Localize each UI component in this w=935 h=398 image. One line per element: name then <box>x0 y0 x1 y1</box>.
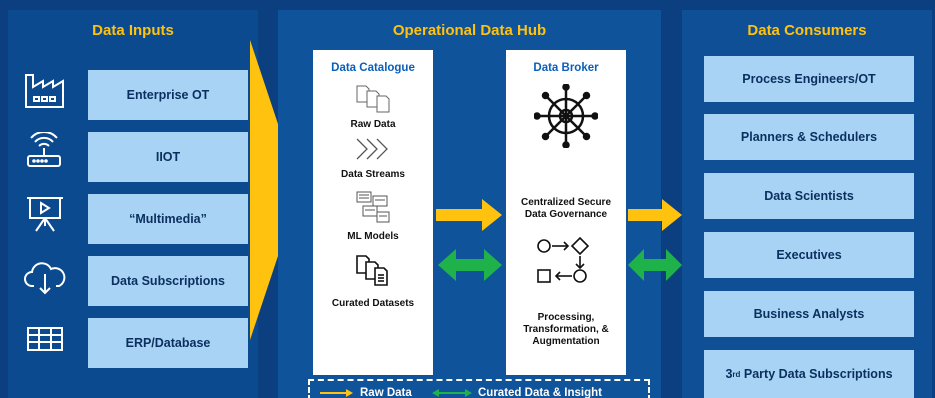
broker-processing-line1: Processing, <box>537 312 595 323</box>
consumer-data-scientists: Data Scientists <box>704 173 914 219</box>
data-inputs-column: Data Inputs Enterprise OT IIOT “Multimed… <box>8 10 258 398</box>
curated-datasets-icon <box>353 253 393 294</box>
consumer-third-party-label: Party Data Subscriptions <box>740 367 893 381</box>
data-consumers-title: Data Consumers <box>747 22 867 39</box>
broker-governance-line1: Centralized Secure <box>520 197 612 208</box>
table-grid-icon <box>22 318 68 358</box>
hub-curated-double-arrow <box>438 249 502 281</box>
data-broker-title: Data Broker <box>533 62 599 74</box>
legend-curated-data: Curated Data & Insight <box>432 387 602 398</box>
consumer-business-analysts: Business Analysts <box>704 291 914 337</box>
consumer-planners-schedulers: Planners & Schedulers <box>704 114 914 160</box>
factory-icon <box>22 70 68 110</box>
data-catalogue-panel: Data Catalogue Raw Data Data Streams ML … <box>313 50 433 375</box>
stream-chevrons-icon <box>353 136 393 167</box>
broker-governance-line2: Data Governance <box>524 209 608 220</box>
hub-title: Operational Data Hub <box>392 22 547 39</box>
broker-processing-line3: Augmentation <box>532 336 600 347</box>
legend-yellow-arrow-icon <box>320 389 353 397</box>
consumer-process-engineers: Process Engineers/OT <box>704 56 914 102</box>
data-consumers-column: Data Consumers Process Engineers/OT Plan… <box>682 10 932 398</box>
catalogue-curated-datasets: Curated Datasets <box>331 298 415 309</box>
input-erp-database: ERP/Database <box>88 318 248 368</box>
data-broker-panel: Data Broker Centralized Secure Data Gove… <box>506 50 626 375</box>
catalogue-ml-models: ML Models <box>347 231 399 242</box>
documents-icon <box>353 84 393 119</box>
data-catalogue-title: Data Catalogue <box>331 62 415 74</box>
broker-processing-line2: Transformation, & <box>523 324 609 335</box>
consumer-third-party-ordinal: rd <box>732 369 741 379</box>
data-inputs-title: Data Inputs <box>92 22 174 39</box>
wireless-router-icon <box>22 131 68 172</box>
presentation-screen-icon <box>22 194 68 234</box>
consumer-third-party-number: 3 <box>725 367 733 381</box>
legend-raw-data-label: Raw Data <box>360 387 412 398</box>
legend-curated-data-label: Curated Data & Insight <box>478 387 602 398</box>
to-consumers-raw-arrow <box>628 199 682 231</box>
cloud-download-icon <box>22 256 68 296</box>
consumer-executives: Executives <box>704 232 914 278</box>
catalogue-raw-data: Raw Data <box>350 119 396 130</box>
ml-model-icon <box>353 190 393 231</box>
process-flow-icon <box>534 233 598 296</box>
hub-legend: Raw Data Curated Data & Insight <box>308 379 650 398</box>
input-iiot: IIOT <box>88 132 248 182</box>
input-multimedia: “Multimedia” <box>88 194 248 244</box>
hub-raw-data-arrow <box>436 199 502 231</box>
catalogue-data-streams: Data Streams <box>341 169 405 180</box>
legend-green-double-arrow-icon <box>432 389 472 397</box>
to-consumers-curated-double-arrow <box>628 249 682 281</box>
inputs-funnel-arrow <box>250 40 300 340</box>
legend-raw-data: Raw Data <box>320 387 412 398</box>
input-enterprise-ot: Enterprise OT <box>88 70 248 120</box>
input-data-subscriptions: Data Subscriptions <box>88 256 248 306</box>
ship-wheel-icon <box>533 83 599 153</box>
operational-data-hub-column: Operational Data Hub Data Catalogue Raw … <box>278 10 661 398</box>
